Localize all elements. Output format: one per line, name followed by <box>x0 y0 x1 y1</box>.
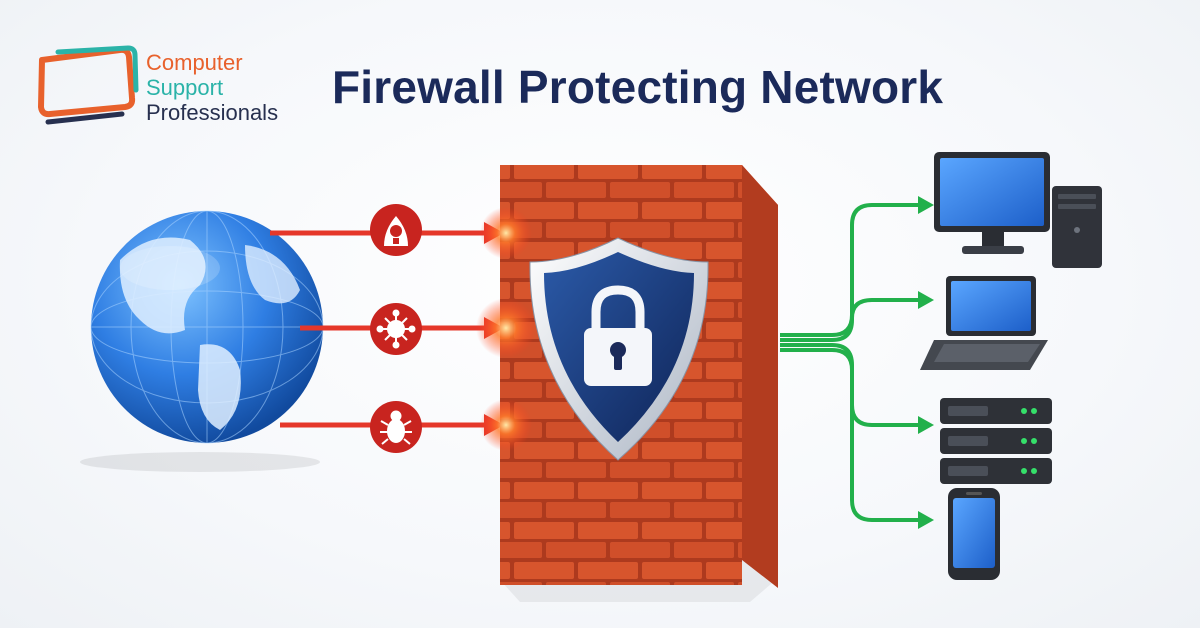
shield-lock-icon <box>529 237 709 461</box>
page-title: Firewall Protecting Network <box>332 61 944 113</box>
brand-name: Computer Support Professionals <box>146 50 278 125</box>
hacker-icon <box>384 216 408 246</box>
virus-icon <box>376 309 416 349</box>
brand-line-2: Support <box>146 75 224 100</box>
globe-icon <box>80 210 324 472</box>
brand-line-1: Computer <box>146 50 243 75</box>
padlock-icon <box>584 285 652 386</box>
safe-arrows <box>780 203 920 522</box>
threat-bug <box>370 401 422 453</box>
threat-hacker <box>370 204 422 256</box>
brand-line-3: Professionals <box>146 100 279 125</box>
brand-logo: Computer Support Professionals <box>36 42 306 132</box>
threat-virus <box>370 303 422 355</box>
smartphone-icon <box>948 488 1000 580</box>
server-rack-icon <box>940 398 1052 484</box>
impact-glows <box>476 207 536 451</box>
bug-icon <box>380 410 412 445</box>
safe-arrowheads <box>918 196 934 529</box>
desktop-computer-icon <box>934 152 1102 268</box>
logo-monitor-icon <box>38 45 139 125</box>
laptop-icon <box>920 276 1048 370</box>
